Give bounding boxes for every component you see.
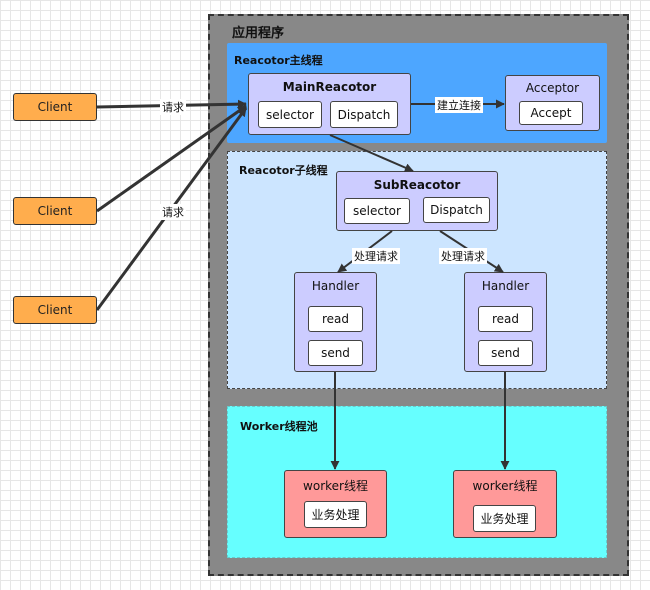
sub-reactor-title: SubReacotor	[373, 178, 461, 192]
request-label-mid: 请求	[160, 204, 186, 220]
handler-send-box-left: send	[308, 340, 363, 366]
main-reactor-thread-title: Reacotor主线程	[234, 54, 323, 67]
client-box-3: Client	[13, 296, 97, 324]
handler-box-left: Handler read send	[294, 272, 377, 372]
handler-title-left: Handler	[311, 279, 360, 293]
handler-read-box-left: read	[308, 306, 363, 332]
client-box-1: Client	[13, 93, 97, 121]
main-selector-box: selector	[258, 101, 322, 128]
request-label-top: 请求	[160, 99, 186, 115]
acceptor-title: Acceptor	[525, 81, 580, 95]
worker-box-left: worker线程 业务处理	[284, 470, 387, 538]
accept-box: Accept	[519, 101, 583, 125]
worker-pool-title: Worker线程池	[240, 420, 318, 433]
connect-label: 建立连接	[435, 97, 483, 113]
main-dispatch-box: Dispatch	[330, 101, 398, 128]
main-reactor-box: MainReacotor selector Dispatch	[248, 73, 411, 135]
handle-request-label-left: 处理请求	[352, 248, 400, 264]
sub-dispatch-box: Dispatch	[423, 197, 490, 223]
application-title: 应用程序	[232, 26, 285, 41]
handler-send-box-right: send	[478, 340, 533, 366]
worker-title-right: worker线程	[472, 479, 538, 493]
client-box-2: Client	[13, 197, 97, 225]
client-2-request-arrow	[96, 104, 247, 213]
sub-reactor-thread-title: Reacotor子线程	[239, 164, 328, 177]
worker-task-box-right: 业务处理	[473, 505, 536, 532]
main-reactor-title: MainReacotor	[282, 80, 377, 94]
sub-selector-box: selector	[344, 198, 410, 224]
sub-reactor-box: SubReacotor selector Dispatch	[336, 171, 498, 231]
worker-task-box-left: 业务处理	[304, 501, 367, 528]
acceptor-box: Acceptor Accept	[505, 75, 600, 131]
worker-title-left: worker线程	[303, 479, 368, 493]
main-to-sub-arrow	[329, 134, 414, 172]
handle-request-label-right: 处理请求	[439, 248, 487, 264]
handler-read-box-right: read	[478, 306, 533, 332]
handler-title-right: Handler	[481, 279, 530, 293]
handler-box-right: Handler read send	[464, 272, 547, 372]
worker-box-right: worker线程 业务处理	[453, 470, 557, 538]
